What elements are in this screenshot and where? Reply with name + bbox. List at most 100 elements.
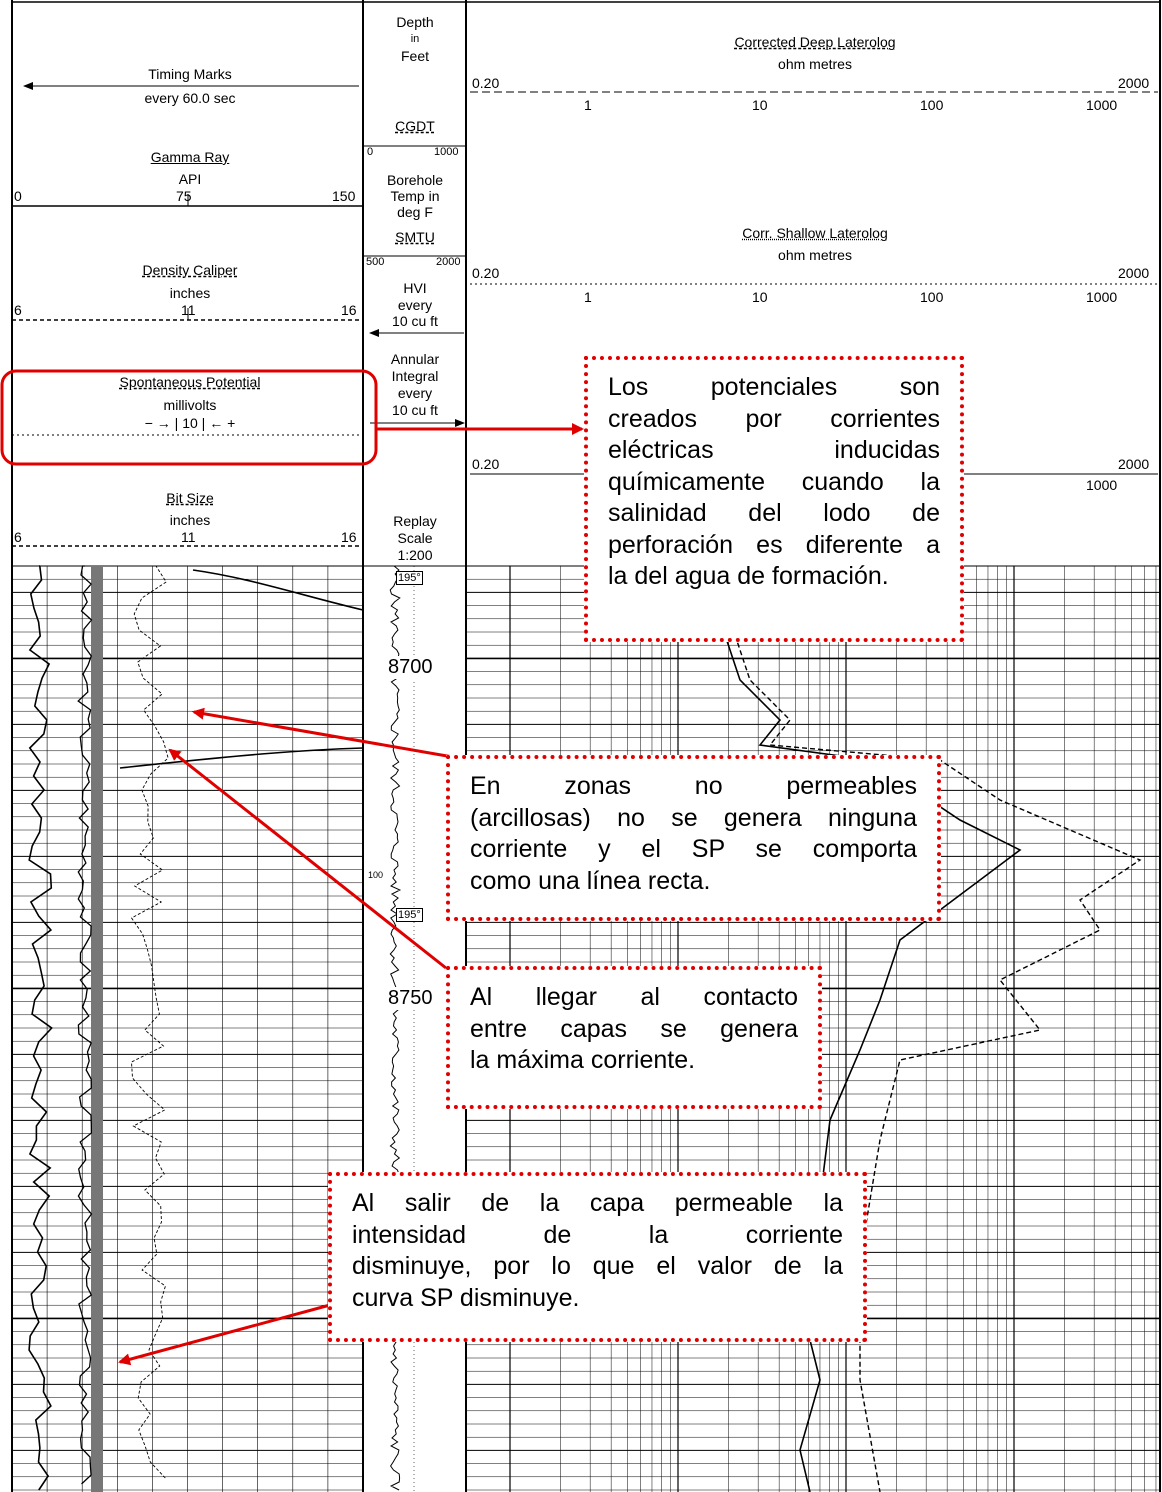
shallow-laterolog-min: 0.20 [472,265,500,281]
sp-title: Spontaneous Potential [119,374,261,390]
callout-contact-line: la máxima corriente. [470,1046,696,1074]
density-caliper-min: 6 [14,302,22,318]
borehole-temp-3: deg F [397,204,433,220]
gamma-ray-unit: API [178,171,202,187]
replay-2: Scale [397,530,433,546]
borehole-temp-1: Borehole [386,172,444,188]
arrow-exit-layer [118,1303,331,1366]
temp-mark-2: 195° [396,908,423,922]
callout-potentials-line: químicamente cuando la [608,467,940,496]
tension-curve [389,565,402,1491]
borehole-temp-2: Temp in [390,188,440,204]
shallow-laterolog-title: Corr. Shallow Laterolog [742,225,888,241]
replay-3: 1:200 [397,547,433,563]
bit-size-min: 6 [14,529,22,545]
deep-tick-1000: 1000 [1086,97,1118,113]
callout-non-permeable-line: corriente y el SP se comporta [470,835,917,863]
gamma-ray-max: 150 [332,188,356,204]
callout-potentials-line: perforación es diferente a [608,530,940,559]
log-curves [28,565,1142,1492]
callout-contact: Al llegar al contacto entre capas se gen… [446,966,822,1109]
deep-tick-1: 1 [584,97,592,113]
callout-exit-layer: Al salir de la capa permeable la intensi… [328,1172,867,1342]
callout-non-permeable-line: como una línea recta. [470,866,711,895]
callout-potentials-line: eléctricas inducidas [608,436,940,464]
bit-size-title: Bit Size [166,490,214,506]
gamma-ray-curve [77,565,93,1485]
shallow-tick-1: 1 [584,289,592,305]
annular-2: Integral [391,368,439,384]
small-label-100: 100 [368,870,384,880]
callout-contact-line: Al llegar al contacto [470,983,798,1011]
shallow-laterolog-unit: ohm metres [778,247,852,263]
sp-highlight-box [0,369,378,466]
deep-laterolog-title: Corrected Deep Laterolog [734,34,896,50]
caliper-curve [28,565,53,1491]
density-caliper-unit: inches [169,285,211,301]
shallow-tick-1000: 1000 [1086,289,1118,305]
callout-non-permeable-line: (arcillosas) no se genera ninguna [470,803,917,832]
callout-non-permeable-line: En zonas no permeables [470,772,917,800]
gamma-ray-mid: 75 [176,188,192,204]
deep-tick-100: 100 [920,97,944,113]
density-caliper-title: Density Caliper [142,262,238,278]
deep-laterolog-min: 0.20 [472,75,500,91]
density-caliper-mid: 11 [181,302,196,318]
gamma-ray-min: 0 [14,188,22,204]
bit-size-mid: 11 [181,529,196,545]
bit-size-unit: inches [169,512,211,528]
sp-unit: millivolts [163,397,217,413]
timing-marks-title: Timing Marks [148,66,232,82]
depth-mark-8700: 8700 [388,656,433,679]
hvi-1: HVI [403,280,427,296]
third-tick-1000: 1000 [1086,477,1118,493]
bit-size-band [91,566,103,1492]
callout-exit-layer-line: Al salir de la capa permeable la [352,1189,843,1217]
arrow-contact [168,748,447,970]
cgdt-max: 1000 [434,146,459,158]
depth-label-3: Feet [400,48,429,64]
depth-label-1: Depth [396,14,434,30]
shallow-tick-100: 100 [920,289,944,305]
temp-mark-1: 195° [396,571,423,585]
depth-mark-8750: 8750 [388,987,433,1010]
density-caliper-max: 16 [341,302,357,318]
deep-laterolog-unit: ohm metres [778,56,852,72]
callout-contact-line: entre capas se genera [470,1014,798,1043]
gamma-ray-title: Gamma Ray [150,149,230,165]
replay-1: Replay [393,513,437,529]
sp-deflection-mid [119,747,364,769]
callout-potentials-line: la del agua de formación. [608,562,889,590]
callout-potentials-line: Los potenciales son [608,373,940,401]
timing-marks-sub: every 60.0 sec [144,90,236,106]
smtu-min: 500 [366,256,385,268]
smtu-max: 2000 [436,256,461,268]
callout-exit-layer-line: curva SP disminuye. [352,1283,580,1312]
callout-potentials: Los potenciales son creados por corrient… [584,356,964,642]
sp-scale: − → | 10 | ← + [144,415,236,431]
callout-exit-layer-line: intensidad de la corriente [352,1220,843,1249]
callout-potentials-line: creados por corrientes [608,404,940,433]
deep-tick-10: 10 [752,97,768,113]
shallow-tick-10: 10 [752,289,768,305]
bit-size-max: 16 [341,529,357,545]
smtu-title: SMTU [395,229,435,245]
hvi-3: 10 cu ft [392,313,438,329]
cgdt-min: 0 [367,146,374,158]
callout-non-permeable: En zonas no permeables (arcillosas) no s… [446,755,941,921]
callout-exit-layer-line: disminuye, por lo que el valor de la [352,1252,843,1280]
deep-laterolog-max: 2000 [1118,75,1150,91]
depth-label-2: in [410,33,420,45]
sp-curve [130,565,169,1479]
cgdt-title: CGDT [395,118,435,134]
annular-1: Annular [390,351,440,367]
callout-potentials-line: salinidad del lodo de [608,499,940,527]
third-scale-max: 2000 [1118,456,1150,472]
sp-deflection-top [192,569,364,611]
annular-3: every [397,385,433,401]
shallow-laterolog-max: 2000 [1118,265,1150,281]
annular-4: 10 cu ft [392,402,438,418]
third-scale-min: 0.20 [472,456,500,472]
arrow-non-permeable [192,707,471,762]
